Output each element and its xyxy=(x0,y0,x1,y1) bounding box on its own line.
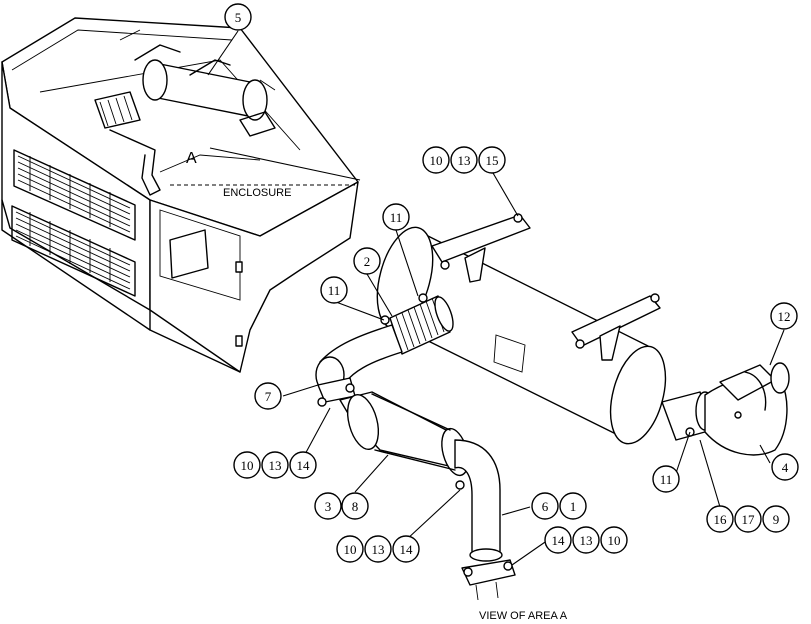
callout-3-8: 3 8 xyxy=(314,492,369,520)
catalyst-muffler xyxy=(339,391,469,490)
callout-7: 7 xyxy=(254,382,282,410)
down-pipe xyxy=(454,439,516,601)
inlet-elbow xyxy=(315,324,403,407)
callout-number: 7 xyxy=(265,389,272,404)
louver-grill-lower xyxy=(11,205,136,297)
callout-14-13-10: 14 13 10 xyxy=(544,526,628,554)
callout-number: 2 xyxy=(364,254,371,269)
callout-number: 15 xyxy=(486,153,499,168)
callout-6-1: 6 1 xyxy=(531,492,587,520)
callout-number: 5 xyxy=(235,10,242,25)
callout-number: 14 xyxy=(552,533,566,548)
callout-number: 6 xyxy=(542,499,549,514)
callout-number: 10 xyxy=(241,458,254,473)
callout-number: 8 xyxy=(352,499,359,514)
callout-number: 11 xyxy=(390,210,403,225)
leader-lines xyxy=(207,30,785,566)
callout-10-13-14-left: 10 13 14 xyxy=(233,451,317,479)
callout-number: 10 xyxy=(430,153,443,168)
callout-number: 3 xyxy=(325,499,332,514)
callout-number: 17 xyxy=(742,512,756,527)
callout-11-right: 11 xyxy=(652,465,680,493)
callout-number: 10 xyxy=(608,533,621,548)
callout-number: 9 xyxy=(773,512,780,527)
callout-11-left: 11 xyxy=(320,276,348,304)
enclosure-housing xyxy=(1,17,361,373)
callout-number: 14 xyxy=(297,458,311,473)
area-a-marker: A xyxy=(186,150,197,167)
callout-number: 1 xyxy=(570,499,577,514)
louver-grill-upper xyxy=(13,149,136,241)
roof-muffler xyxy=(94,29,276,196)
callout-16-17-9: 16 17 9 xyxy=(706,505,790,533)
rain-cap-elbow xyxy=(685,362,790,456)
callout-number: 13 xyxy=(372,542,385,557)
callout-11-top: 11 xyxy=(382,203,410,231)
callout-number: 12 xyxy=(778,309,791,324)
callout-number: 4 xyxy=(782,460,789,475)
callout-4: 4 xyxy=(771,453,799,481)
callout-10-13-14-bottom: 10 13 14 xyxy=(336,535,420,563)
main-muffler xyxy=(376,213,715,445)
callout-number: 10 xyxy=(344,542,357,557)
enclosure-label: ENCLOSURE xyxy=(223,187,291,199)
callout-number: 11 xyxy=(660,472,673,487)
callout-5: 5 xyxy=(224,3,252,31)
callout-number: 14 xyxy=(400,542,414,557)
callout-2: 2 xyxy=(353,247,381,275)
callout-number: 13 xyxy=(580,533,593,548)
callout-10-13-15: 10 13 15 xyxy=(422,146,506,174)
callout-number: 13 xyxy=(269,458,282,473)
callout-12: 12 xyxy=(770,302,798,330)
callout-number: 11 xyxy=(328,283,341,298)
callout-number: 16 xyxy=(714,512,728,527)
callout-number: 13 xyxy=(458,153,471,168)
view-caption: VIEW OF AREA A xyxy=(479,610,568,622)
